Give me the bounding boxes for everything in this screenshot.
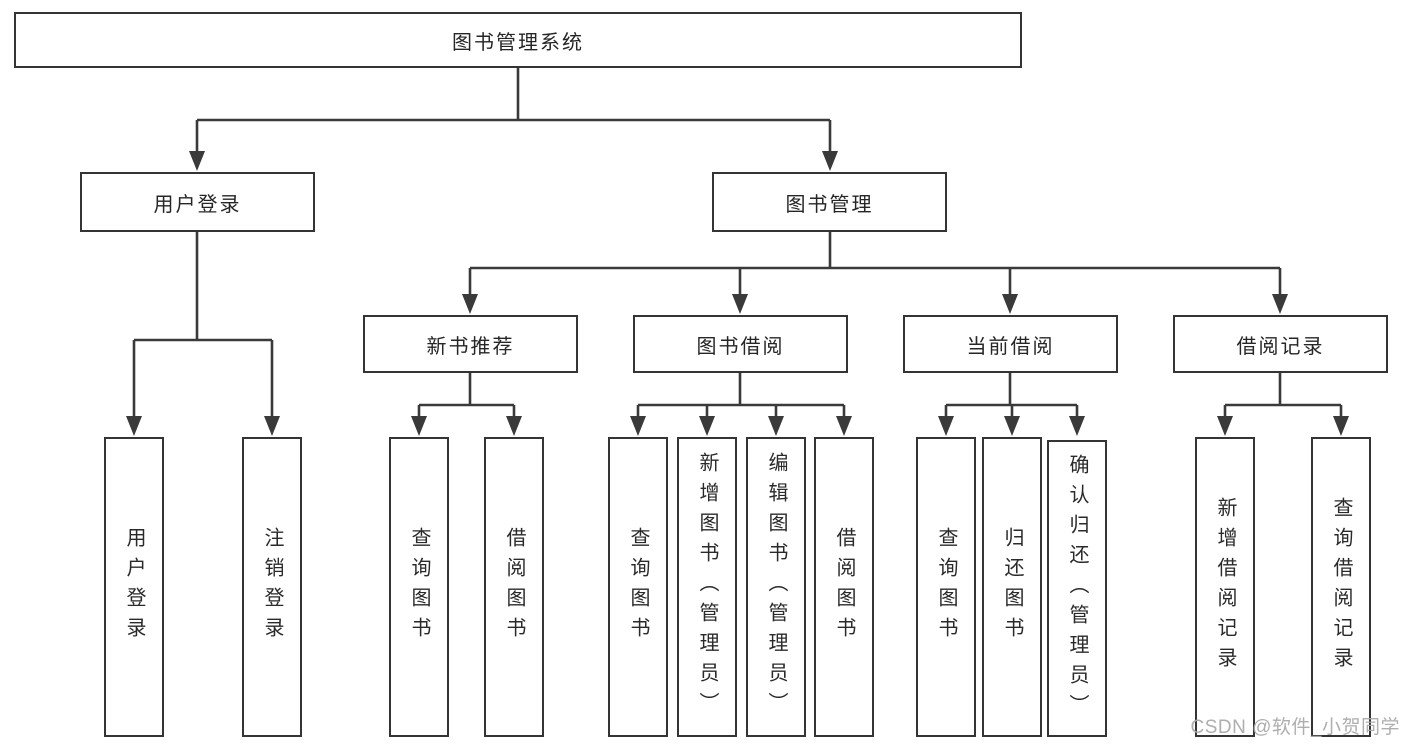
leaf-user-login: 用户登录 [104,437,164,737]
leaf-borrow-books-1: 借阅图书 [484,437,544,737]
watermark: CSDN @软件_小贺同学 [1190,717,1400,738]
node-user-login-branch: 用户登录 [80,172,315,232]
node-label: 用户登录 [153,193,242,216]
node-label: 图书借阅 [696,335,785,358]
leaf-return-books: 归还图书 [982,437,1042,737]
leaf-query-books-2: 查询图书 [608,437,668,737]
leaf-query-books-1: 查询图书 [389,437,449,737]
leaf-add-books-admin: 新增图书（管理员） [677,437,737,737]
node-label: 新书推荐 [426,335,515,358]
leaf-edit-books-admin: 编辑图书（管理员） [746,437,806,737]
node-new-book-recommend: 新书推荐 [363,315,578,373]
node-borrowing-records: 借阅记录 [1173,315,1388,373]
node-book-management-branch: 图书管理 [712,172,947,232]
node-label: 图书管理 [785,193,874,216]
node-library-system: 图书管理系统 [14,12,1022,68]
node-label: 当前借阅 [966,335,1055,358]
leaf-logout: 注销登录 [242,437,302,737]
node-current-borrowing: 当前借阅 [903,315,1118,373]
node-label: 图书管理系统 [452,31,584,54]
node-label: 借阅记录 [1236,335,1325,358]
leaf-borrow-books-2: 借阅图书 [814,437,874,737]
leaf-confirm-return-admin: 确认归还（管理员） [1047,440,1107,737]
node-book-borrowing: 图书借阅 [633,315,848,373]
leaf-add-borrow-record: 新增借阅记录 [1195,437,1255,737]
leaf-query-borrow-record: 查询借阅记录 [1311,437,1371,737]
leaf-query-books-3: 查询图书 [916,437,976,737]
